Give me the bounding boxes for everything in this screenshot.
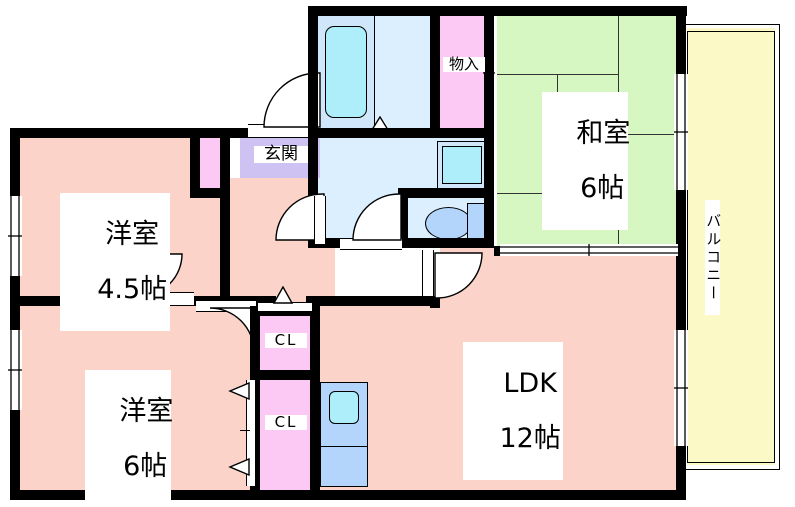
- ldk-door-leaf[interactable]: [422, 250, 434, 296]
- wall-bath-top: [308, 6, 494, 16]
- tatami-line-4: [618, 134, 679, 135]
- closet-upper-door-icon[interactable]: [272, 286, 294, 304]
- balcony-outline-inner: [687, 31, 775, 463]
- label-washitsu: 和室 6帖: [542, 92, 631, 230]
- wall-genkan-left: [220, 128, 230, 196]
- window-left-lower-icon: [8, 330, 22, 410]
- label-yoshitsu-4_5-line1: 洋室: [105, 218, 160, 250]
- kitchen-counter-line: [320, 446, 368, 447]
- ldk-sliding-window-icon: [674, 330, 688, 446]
- closet-lower-door-icon-bottom[interactable]: [228, 458, 250, 476]
- label-closet-lower: CL: [265, 414, 307, 431]
- wall-bath-left: [308, 6, 318, 246]
- wall-ldk-top-left: [440, 238, 494, 248]
- monoire-sliding-door-icon[interactable]: [483, 18, 495, 128]
- wall-bottom-outer: [10, 490, 686, 500]
- label-yoshitsu-6: 洋室 6帖: [85, 370, 174, 507]
- label-yoshitsu-6-line1: 洋室: [119, 395, 174, 427]
- toilet-tank: [467, 203, 485, 243]
- ldk-door-swing-icon[interactable]: [434, 252, 492, 300]
- washbasin-icon: [442, 146, 482, 184]
- kitchen-sink-icon: [329, 391, 359, 424]
- wall-toilet-top: [398, 188, 494, 198]
- wall-monoire-left: [430, 6, 440, 130]
- closet-lower-door-icon-top[interactable]: [228, 382, 250, 400]
- wall-4_5-right-upper: [190, 128, 200, 198]
- label-yoshitsu-4_5: 洋室 4.5帖: [60, 193, 170, 331]
- wall-washitsu-right-lower: [676, 190, 686, 258]
- hall-door-leaf[interactable]: [314, 196, 326, 244]
- hall-door-swing-icon[interactable]: [272, 192, 326, 242]
- label-washitsu-line1: 和室: [576, 117, 631, 149]
- closet-lower-door[interactable]: [246, 380, 256, 486]
- wall-closet-right: [310, 306, 320, 491]
- toilet-icon: [425, 207, 472, 240]
- label-ldk: LDK 12帖: [463, 342, 563, 480]
- closet-lower-door-handle: [240, 430, 250, 431]
- label-genkan: 玄関: [254, 145, 308, 164]
- washitsu-fusuma-icon[interactable]: [500, 244, 678, 256]
- label-yoshitsu-4_5-line2: 4.5帖: [97, 273, 168, 305]
- window-left-upper-icon: [8, 196, 22, 276]
- wall-bath-right: [484, 6, 494, 246]
- bath-divider-line: [374, 14, 375, 130]
- wall-left-outer: [10, 128, 20, 500]
- wall-washitsu-top: [487, 6, 687, 16]
- label-balcony: バルコニー: [704, 200, 722, 315]
- wall-washitsu-right-upper: [676, 6, 686, 74]
- label-washitsu-line2: 6帖: [580, 172, 625, 204]
- wall-closet-divider: [250, 370, 320, 380]
- washroom-door-swing-icon[interactable]: [342, 192, 404, 242]
- label-yoshitsu-6-line2: 6帖: [123, 450, 168, 482]
- tatami-line-1: [497, 74, 619, 75]
- label-closet-upper: CL: [265, 332, 307, 349]
- yoshitsu6-door-swing-icon[interactable]: [198, 306, 258, 356]
- washitsu-sliding-window-icon: [674, 74, 688, 190]
- wall-hall-left: [220, 188, 230, 296]
- wall-toilet-left: [398, 188, 408, 246]
- closet-lower-floor: [260, 378, 310, 491]
- shoe-closet-floor: [200, 134, 220, 194]
- wall-bath-bottom: [308, 128, 494, 138]
- wall-top-left-rooms: [10, 128, 226, 138]
- label-ldk-line1: LDK: [503, 367, 557, 399]
- balcony-floor: [687, 28, 775, 465]
- label-monoire: 物入: [443, 56, 485, 73]
- wall-shoecloset-bottom: [190, 188, 230, 198]
- label-ldk-line2: 12帖: [499, 422, 561, 454]
- bathtub-icon: [325, 26, 367, 118]
- wall-ldk-top: [306, 296, 440, 306]
